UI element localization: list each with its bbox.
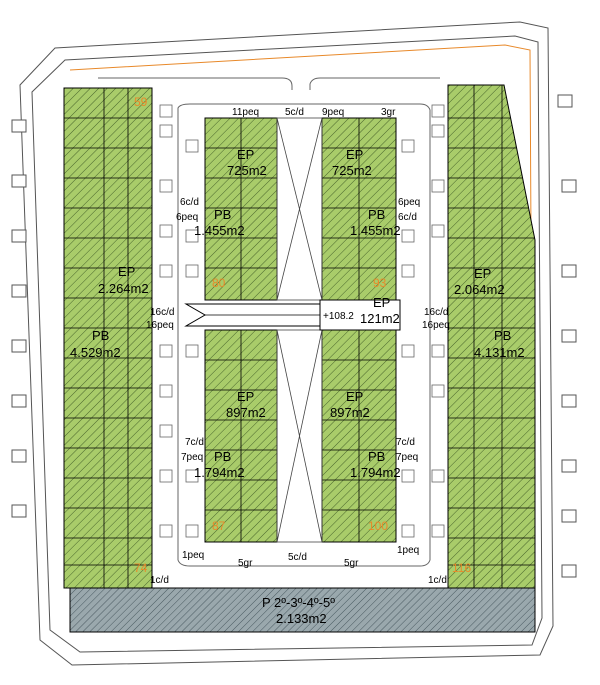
ep-area: 2.264m2 [98,281,149,296]
pb-area: 1.794m2 [350,465,401,480]
block-bottom: P 2º-3º-4º-5º 2.133m2 [69,587,536,633]
ep-area: 2.064m2 [454,282,505,297]
block-number: 100 [368,519,388,533]
ep-area: 725m2 [332,163,372,178]
parking-label: 6peq [398,197,420,208]
parking-label: 7peq [181,452,203,463]
ep-label: EP [237,147,254,162]
parking-label: 5c/d [288,552,307,563]
ep-area: 121m2 [360,311,400,326]
pb-area: 1.455m2 [350,223,401,238]
block-left: 59 EP 2.264m2 PB 4.529m2 74 [63,87,153,589]
block-number: 87 [212,519,226,533]
block-number: 80 [212,276,226,290]
parking-label: 16c/d [150,307,174,318]
parking-label: 16peq [422,320,450,331]
central-strip [276,117,323,543]
pb-label: PB [214,449,231,464]
block-inner-bl: EP 897m2 PB 1.794m2 87 [194,329,278,543]
pb-area: 1.794m2 [194,465,245,480]
ep-label: EP [474,266,491,281]
parking-labels: 11peq 5c/d 9peq 3gr 6c/d 6peq 6peq 6c/d … [146,107,450,586]
parking-label: 7c/d [396,437,415,448]
block-inner-br: EP 897m2 PB 1.794m2 100 [321,329,401,543]
parking-label: 16peq [146,320,174,331]
parking-label: 5gr [238,558,253,569]
bottom-area: 2.133m2 [276,611,327,626]
parking-label: 5gr [344,558,359,569]
level-label: +108.2 [323,311,354,322]
pb-label: PB [368,449,385,464]
bottom-title: P 2º-3º-4º-5º [262,595,335,610]
pb-area: 1.455m2 [194,223,245,238]
parking-label: 1peq [397,545,419,556]
parking-stalls [159,104,445,538]
roads [98,77,440,567]
parking-label: 6c/d [398,212,417,223]
block-inner-tr: EP 725m2 PB 1.455m2 93 [321,117,401,301]
parking-label: 1peq [182,550,204,561]
parking-label: 1c/d [428,575,447,586]
ep-label: EP [373,295,390,310]
site-tabs [11,94,577,578]
pb-area: 4.529m2 [70,345,121,360]
ep-area: 725m2 [227,163,267,178]
parking-label: 7c/d [185,437,204,448]
parking-label: 1c/d [150,575,169,586]
ep-label: EP [237,389,254,404]
block-number-bottom: 74 [134,561,148,575]
parking-label: 3gr [381,107,396,118]
block-number: 59 [134,95,148,109]
ep-label: EP [346,389,363,404]
pb-label: PB [494,328,511,343]
pb-label: PB [92,328,109,343]
block-inner-tl: EP 725m2 PB 1.455m2 80 [194,117,278,301]
parking-label: 6c/d [180,197,199,208]
pb-label: PB [214,207,231,222]
parking-label: 7peq [396,452,418,463]
pb-area: 4.131m2 [474,345,525,360]
pb-label: PB [368,207,385,222]
block-number: 93 [373,276,387,290]
parking-label: 11peq [232,107,259,118]
ep-label: EP [118,264,135,279]
ep-label: EP [346,147,363,162]
parking-label: 5c/d [285,107,304,118]
block-right: EP 2.064m2 PB 4.131m2 116 [447,84,536,589]
parking-label: 16c/d [424,307,448,318]
ep-area: 897m2 [226,405,266,420]
parking-label: 9peq [322,107,344,118]
ep-area: 897m2 [330,405,370,420]
block-number: 116 [452,561,471,575]
parking-label: 6peq [176,212,198,223]
center-ramp: +108.2 EP 121m2 [184,295,401,331]
